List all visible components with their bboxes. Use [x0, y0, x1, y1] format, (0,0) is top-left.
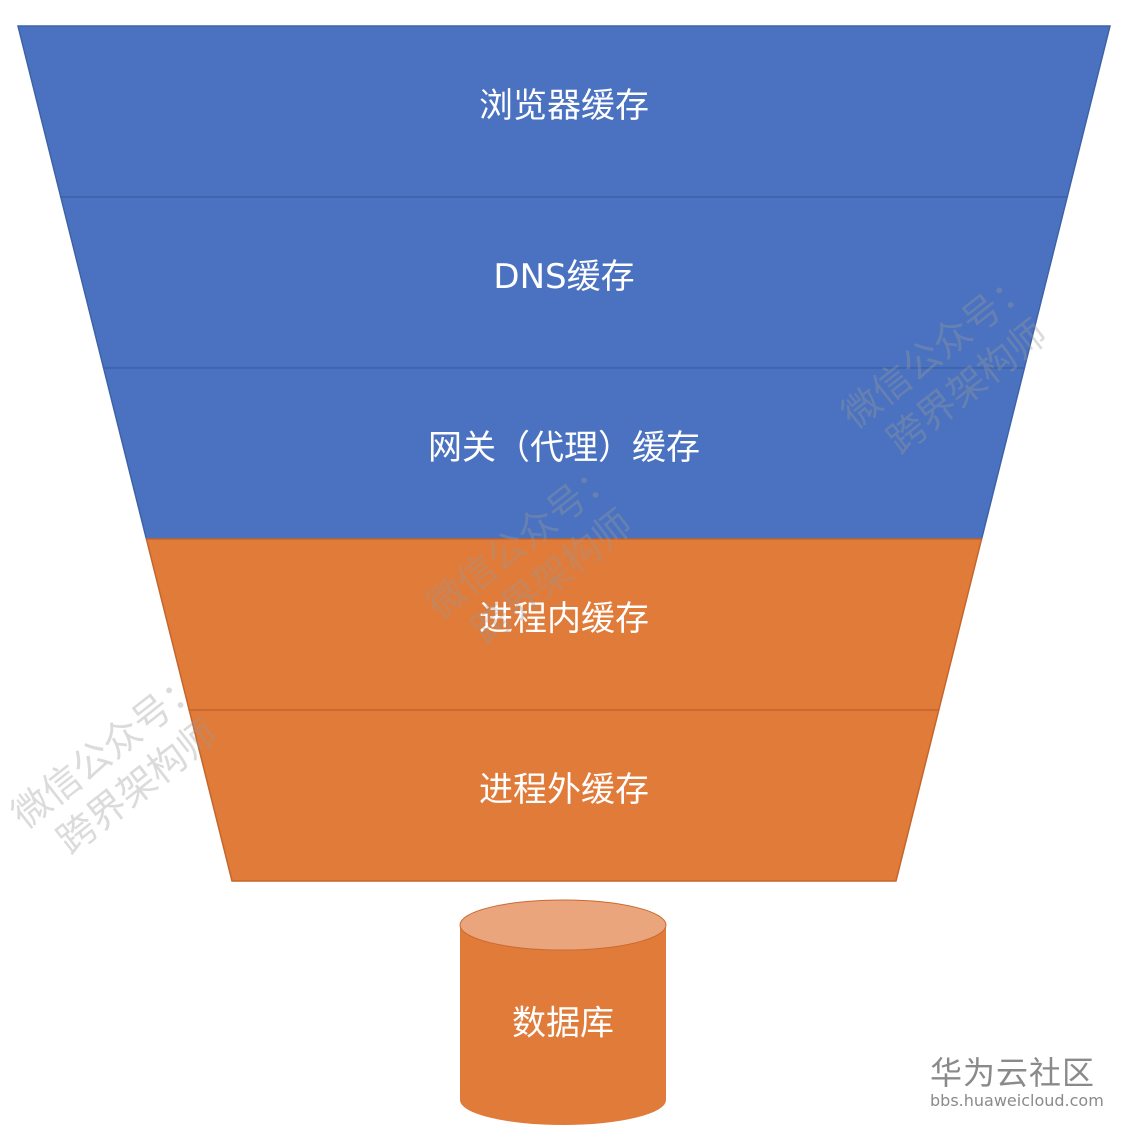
funnel-layer-label: DNS缓存 — [493, 257, 634, 297]
funnel-layer: 网关（代理）缓存 — [102, 367, 1026, 540]
site-name: 华为云社区 — [930, 1054, 1096, 1092]
funnel-layer-label: 进程外缓存 — [479, 770, 649, 810]
database-cylinder: 数据库 — [459, 899, 667, 1125]
database-top — [459, 899, 667, 951]
funnel-layer-label: 浏览器缓存 — [479, 86, 649, 126]
database-label: 数据库 — [512, 1004, 614, 1044]
funnel-layer: DNS缓存 — [59, 196, 1069, 369]
funnel-layer: 进程外缓存 — [188, 709, 940, 882]
funnel-layer-label: 进程内缓存 — [479, 599, 649, 639]
funnel-layer: 浏览器缓存 — [17, 25, 1111, 198]
funnel-layer-shape — [188, 709, 940, 882]
database-body — [460, 925, 666, 1125]
funnel-layer-label: 网关（代理）缓存 — [428, 428, 700, 468]
site-url: bbs.huaweicloud.com — [930, 1091, 1104, 1110]
site-watermark: 华为云社区 bbs.huaweicloud.com — [930, 1055, 1104, 1111]
